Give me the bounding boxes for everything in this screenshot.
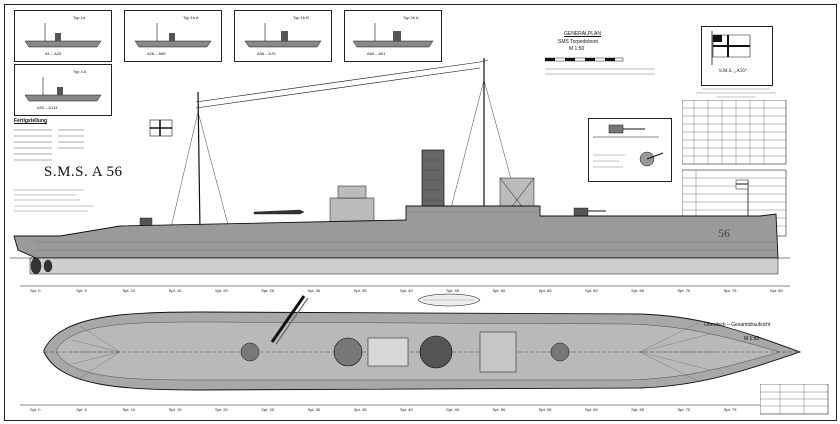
variant-label: Typ 1a (73, 15, 86, 20)
stern-ensign (735, 179, 749, 218)
frame-label: Spt. 55 (538, 288, 552, 293)
frame-label: Spt. 20 (215, 288, 228, 293)
stern-rays (639, 321, 716, 383)
frame-label: Spt. 60 (585, 288, 598, 293)
variant-box-2: Typ 1b A A26 – A55 (124, 10, 222, 62)
variant-caption: A1 – A25 (45, 51, 62, 56)
frame-label: Spt. 0 (30, 288, 41, 293)
plate-scale: M 1:50 (569, 46, 585, 52)
variant-box-5: Typ 3 A A92 – A113 (14, 64, 112, 116)
frame-label: Spt. 40 (400, 407, 413, 412)
frame-label: Spt. 45 (446, 288, 459, 293)
variant-box-3: Typ 1b B A56 – A79 (234, 10, 332, 62)
variant-ship-5 (24, 77, 102, 102)
frame-label: Spt. 0 (30, 407, 41, 412)
variant-caption: A26 – A55 (147, 51, 166, 56)
variant-label: Typ 3 A (73, 69, 87, 74)
hull-plating (36, 211, 776, 251)
frame-label: Spt. 70 (677, 288, 691, 293)
frame-label: Spt. 25 (261, 288, 274, 293)
frame-label: Spt. 35 (353, 407, 367, 412)
propeller (30, 257, 53, 275)
variant-box-1: Typ 1a A1 – A25 (14, 10, 112, 62)
sheet-border (4, 4, 837, 421)
frame-label: Spt. 80 (770, 288, 783, 293)
frame-label: Spt. 30 (307, 407, 321, 412)
frame-label: Spt. 5 (76, 407, 87, 412)
deck-gun-fore (240, 342, 260, 362)
foremast (197, 91, 201, 233)
frame-label: Spt. 10 (122, 407, 136, 412)
deck-gun-aft (550, 342, 570, 362)
flag-notes (696, 88, 776, 98)
legend-lines (14, 129, 84, 161)
funnel-top (419, 335, 453, 369)
variant-ship-1 (24, 23, 102, 48)
plate-heading: GENERALPLAN (564, 31, 601, 37)
frame-label: Spt. 65 (631, 407, 644, 412)
frame-label: Spt. 10 (122, 288, 136, 293)
frame-label: Spt. 20 (215, 407, 228, 412)
title-block (760, 384, 829, 415)
variant-caption: A92 – A113 (37, 105, 58, 110)
frame-label: Spt. 75 (723, 288, 737, 293)
gun-detail (593, 124, 664, 168)
frame-label: Spt. 30 (307, 288, 321, 293)
frame-label: Spt. 55 (538, 407, 552, 412)
frame-label: Spt. 50 (492, 407, 506, 412)
hull-number: 56 (718, 226, 730, 240)
frame-label: Spt. 15 (168, 288, 182, 293)
variant-label: Typ 1b A (183, 15, 199, 20)
flag-caption: S.M.S. „A56“ (719, 69, 748, 74)
frame-label: Spt. 15 (168, 407, 182, 412)
variant-caption: A80 – A91 (367, 51, 386, 56)
variant-ship-2 (134, 23, 212, 48)
deck-torpedo-tube (270, 295, 309, 345)
engine-casing (479, 331, 517, 373)
variant-box-4: Typ 2b A A80 – A91 (344, 10, 442, 62)
variant-caption: A56 – A79 (257, 51, 276, 56)
variant-ship-3 (244, 23, 322, 48)
frame-label: Spt. 65 (631, 288, 644, 293)
deck-caption: Oberdeck – Gesamtdraufsicht (704, 322, 771, 328)
legend-title: Fertigstellung (14, 118, 48, 124)
frame-label: Spt. 70 (677, 407, 691, 412)
page-title: S.M.S. A 56 (44, 164, 123, 180)
scale-bar (545, 57, 624, 62)
title-notes (14, 189, 94, 212)
torpedo-on-deck (253, 209, 305, 215)
frame-label: Spt. 35 (353, 288, 367, 293)
frame-label: Spt. 5 (76, 288, 87, 293)
frame-label: Spt. 75 (723, 407, 737, 412)
variant-label: Typ 2b A (403, 15, 419, 20)
variant-ship-4 (352, 23, 434, 48)
detail-box (588, 118, 672, 182)
scale-notes (545, 68, 655, 75)
frame-label: Spt. 50 (492, 288, 506, 293)
ships-boat (417, 293, 481, 307)
plate-subheading: SMS Torpedoboot (558, 39, 598, 45)
variant-label: Typ 1b B (293, 15, 309, 20)
frame-label: Spt. 45 (446, 407, 459, 412)
flag-box: S.M.S. „A56“ (701, 26, 773, 86)
deck-scale: M 1:50 (744, 336, 760, 342)
deck-turret-1 (333, 337, 363, 367)
ensign-icon (711, 31, 751, 65)
frame-label: Spt. 60 (585, 407, 598, 412)
frame-label: Spt. 25 (261, 407, 274, 412)
deckhouse (367, 337, 409, 367)
bow-rays (70, 325, 121, 379)
foremast-ensign (149, 119, 173, 137)
frame-label: Spt. 40 (400, 288, 413, 293)
